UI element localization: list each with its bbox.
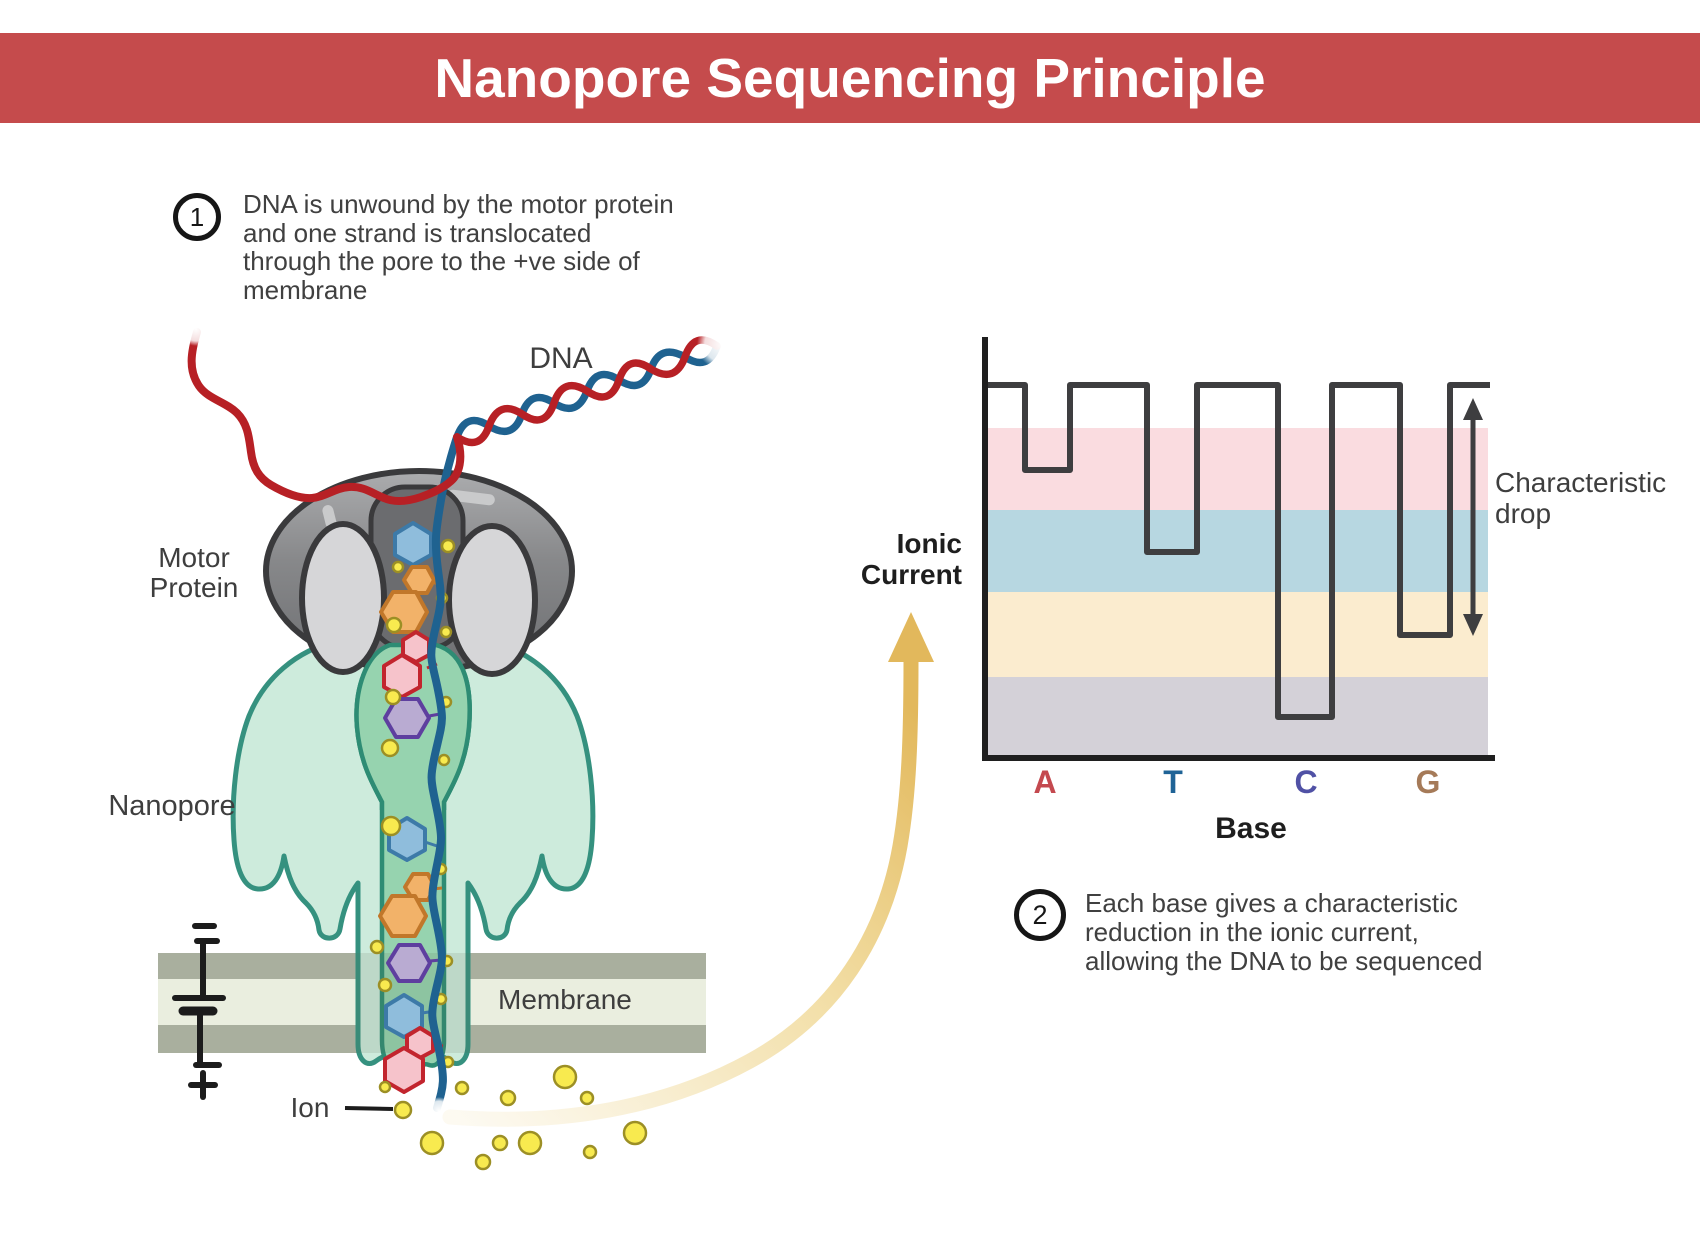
step1-number: 1 [189,201,205,232]
motor-protein-label: Motor Protein [138,543,250,603]
base-tick-G: G [1415,764,1441,800]
arrowhead [888,612,934,662]
motor-oval-left [299,521,387,675]
shine-mark [322,505,337,529]
char-drop-line: Characteristic [1495,467,1667,498]
step2-line: reduction in the ionic current, [1085,917,1419,947]
battery-icon [172,923,226,1100]
dna-strands [187,328,721,1112]
base-tick-T: T [1163,764,1183,800]
step2-number: 2 [1032,899,1048,930]
page-title: Nanopore Sequencing Principle [434,47,1266,109]
base-axis-label: Base [1215,812,1287,845]
title-banner: Nanopore Sequencing Principle [0,33,1700,123]
step1-line: DNA is unwound by the motor protein [243,189,674,219]
ionic-label-line: Current [860,559,962,590]
step2-line: Each base gives a characteristic [1085,888,1458,918]
dna-helix-red [453,336,721,447]
dna-red-unwound-strand [187,328,465,505]
membrane-label: Membrane [498,984,632,1015]
dna-blue-descending-strand [427,433,461,1112]
strand-fade [697,318,749,370]
step1-line: through the pore to the +ve side of [243,246,640,276]
ionic-current-axis-label: Ionic Current [840,528,962,590]
step2-number-badge: 2 [1014,889,1066,941]
characteristic-drop-label: Characteristic drop [1495,467,1666,529]
motor-oval-right [446,523,538,677]
ionic-current-arrow [442,612,934,1127]
ionic-label-line: Ionic [896,528,962,559]
step1-number-badge: 1 [173,193,221,241]
dna-label: DNA [529,342,593,375]
base-tick-C: C [1294,764,1318,800]
ion-pointer-line [344,1106,394,1111]
base-tick-A: A [1033,764,1057,800]
step2-text: Each base gives a characteristic reducti… [1085,889,1483,976]
step2-line: allowing the DNA to be sequenced [1085,946,1483,976]
chart-bands [985,428,1488,758]
step1-text: DNA is unwound by the motor protein and … [243,190,674,304]
labeled-ion [393,1100,413,1120]
nanopore-label: Nanopore [108,790,236,822]
strand-fade [179,312,213,346]
base-hexagons [378,521,444,1094]
char-drop-line: drop [1495,498,1552,529]
motor-label-line: Motor [158,542,230,573]
ion-label: Ion [290,1092,330,1123]
characteristic-drop-arrow [1463,398,1483,636]
ionic-current-chart [982,337,1495,761]
step1-line: membrane [243,274,368,305]
motor-label-line: Protein [149,572,239,603]
chart-axes [982,337,1495,761]
ionic-current-trace [985,382,1490,720]
step1-line: and one strand is translocated [243,217,592,248]
